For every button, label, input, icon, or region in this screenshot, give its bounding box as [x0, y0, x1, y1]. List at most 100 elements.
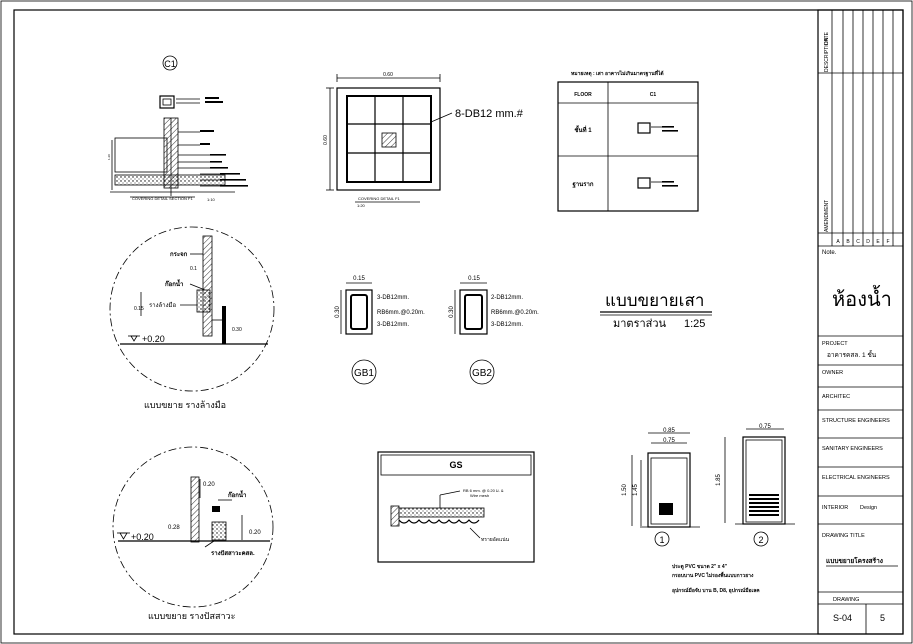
sink-detail-boundary	[109, 226, 275, 392]
door-note-2: กรอบบาน PVC ไม่รองพื้นแบบกาวยาง	[672, 570, 754, 579]
tb-rev-b: B	[846, 239, 850, 245]
tb-interior-label: INTERIOR	[822, 505, 848, 511]
schedule-column-symbol-1	[637, 122, 651, 134]
tb-drawing-title-value: แบบขยายโครงสร้าง	[826, 556, 883, 565]
gs-frame	[377, 451, 535, 563]
door1-frame	[647, 452, 691, 528]
sink-dim-01: 0.1	[190, 266, 197, 272]
gb1-section	[345, 289, 373, 335]
column-plan-caption: COVERING DETAIL F1	[358, 196, 401, 201]
c1-column-symbol	[159, 95, 175, 109]
column-plan-dim-height: 0.60	[323, 135, 329, 145]
tb-interior-value: Design	[860, 505, 877, 511]
door2-marker-circle	[753, 531, 769, 547]
urinal-caption: แบบขยาย รางปัสสาวะ	[148, 611, 236, 621]
gs-slab	[398, 507, 485, 518]
tb-rev-f: F	[886, 239, 889, 245]
beam-gb2: 0.15 0.30 2-DB12mm. RB6mm.@0.20m. 3-DB12…	[449, 276, 539, 385]
tb-note: Note.	[822, 250, 837, 256]
schedule-column-symbol-2	[637, 177, 651, 189]
gb1-height: 0.30	[335, 306, 341, 318]
gb2-note-1: 2-DB12mm.	[491, 295, 523, 301]
urinal-dim-028: 0.28	[168, 525, 180, 531]
door1-vent	[659, 503, 673, 515]
schedule-header-c1: C1	[650, 92, 657, 98]
gb2-note-3: 3-DB12mm.	[491, 322, 523, 328]
urinal-label-trough: รางปัสสาวะคสล.	[211, 549, 255, 557]
sink-wall	[202, 235, 213, 337]
tb-owner: OWNER	[822, 370, 843, 376]
schedule-row-floor-1: ชั้นที่ 1	[574, 124, 592, 134]
urinal-trough	[211, 521, 227, 541]
sink-detail: กระจก 0.1 ก๊อกน้ำ รางล้างมือ 0.15 0.30 +…	[109, 226, 275, 410]
door2-w: 0.75	[759, 424, 771, 430]
column-plan-rebar-label: 8-DB12 mm.#	[455, 108, 524, 120]
tb-rev-desc: DESCRIPTION	[824, 37, 830, 72]
column-schedule: หมายเหตุ : เสา อาคารไม่เกินมาตรฐานที่ได้…	[557, 69, 699, 212]
door1-w-outer: 0.85	[663, 428, 675, 434]
gs-note-2: Wire mesh	[470, 493, 489, 498]
urinal-detail-boundary	[112, 446, 274, 608]
tb-sanitary: SANITARY ENGINEERS	[822, 446, 883, 452]
door1-marker-circle	[654, 531, 670, 547]
c1-scale: 1:10	[207, 197, 216, 202]
tb-electrical: ELECTRICAL ENGINEERS	[822, 475, 890, 481]
column-plan-dim-width: 0.60	[383, 72, 393, 78]
tb-sheet: 5	[880, 613, 885, 623]
schedule-row-floor-2: ฐานราก	[572, 181, 593, 188]
heading-scale-label: มาตราส่วน	[613, 318, 667, 330]
door-type-2: 0.75 1.85 2	[716, 424, 795, 547]
heading-title: แบบขยายเสา	[605, 291, 704, 310]
door1-marker: 1	[659, 535, 664, 545]
sheet-heading: แบบขยายเสา มาตราส่วน 1:25	[600, 291, 712, 330]
sink-dim-030: 0.30	[232, 327, 242, 333]
title-block: DATE DESCRIPTION AMENDMENT A B C D E F N…	[817, 9, 904, 635]
c1-marker-label: C1	[164, 59, 176, 69]
column-plan: 0.60 0.60 8-DB12 mm.# COVERING DETAIL F1…	[323, 72, 524, 208]
sink-caption: แบบขยาย รางล้างมือ	[144, 400, 226, 410]
tb-room-name: ห้องน้ำ	[832, 285, 892, 311]
tb-project-value: อาคารคสล. 1 ชั้น	[827, 350, 877, 359]
schedule-table	[557, 81, 699, 212]
heading-scale-value: 1:25	[684, 318, 705, 330]
urinal-dim-020b: 0.20	[249, 530, 261, 536]
column-plan-outline	[336, 87, 441, 191]
gb1-note-3: 3-DB12mm.	[377, 322, 409, 328]
door1-w-inner: 0.75	[663, 438, 675, 444]
c1-leader-notes	[178, 130, 248, 187]
gb2-note-2: RB6mm.@0.20m.	[491, 310, 539, 316]
tb-drawing-no: S-04	[833, 613, 852, 623]
urinal-dim-020a: 0.20	[203, 482, 215, 488]
urinal-label-faucet: ก๊อกน้ำ	[228, 489, 246, 499]
urinal-wall	[190, 476, 200, 543]
gb2-marker	[469, 359, 495, 385]
gs-detail: GS RB 6 mm. @ 0.20 ม. & Wire mesh ทรายอั…	[377, 451, 535, 563]
beam-gb1: 0.15 0.30 3-DB12mm. RB6mm.@0.20m. 3-DB12…	[335, 276, 425, 385]
sink-label-top: ก๊อกน้ำ	[165, 278, 183, 288]
gb2-name: GB2	[472, 368, 492, 379]
tb-rev-c: C	[856, 239, 860, 245]
schedule-title: หมายเหตุ : เสา อาคารไม่เกินมาตรฐานที่ได้	[571, 69, 664, 77]
sink-label-wall: กระจก	[170, 251, 188, 258]
sink-basin	[196, 289, 211, 313]
tb-project-label: PROJECT	[822, 341, 848, 347]
gb2-section	[459, 289, 488, 335]
tb-rev-d: D	[866, 239, 870, 245]
urinal-level: +0.20	[131, 532, 154, 542]
urinal-detail: 0.20 ก๊อกน้ำ 0.28 0.20 +0.20 รางปัสสาวะค…	[112, 446, 274, 621]
door-type-1: 0.85 0.75 1.50 1.45 1	[622, 428, 700, 547]
tb-architect: ARCHITEC	[822, 394, 850, 400]
sink-level: +0.20	[142, 334, 165, 344]
tb-amendment: AMENDMENT	[824, 200, 830, 232]
gb2-height: 0.30	[449, 306, 455, 318]
tb-rev-e: E	[876, 239, 880, 245]
door-notes: ประตู PVC ขนาด 2" x 4" กรอบบาน PVC ไม่รอ…	[672, 563, 760, 594]
tb-drawing-label: DRAWING	[833, 597, 859, 603]
door-note-3: อุปกรณ์มือจับ บาน B, D8, อุปกรณ์มือเลค	[672, 587, 760, 594]
gs-title: GS	[449, 460, 462, 470]
svg-text:1.20: 1.20	[107, 154, 111, 160]
gb1-name: GB1	[354, 368, 374, 379]
c1-marker-circle	[162, 55, 178, 71]
